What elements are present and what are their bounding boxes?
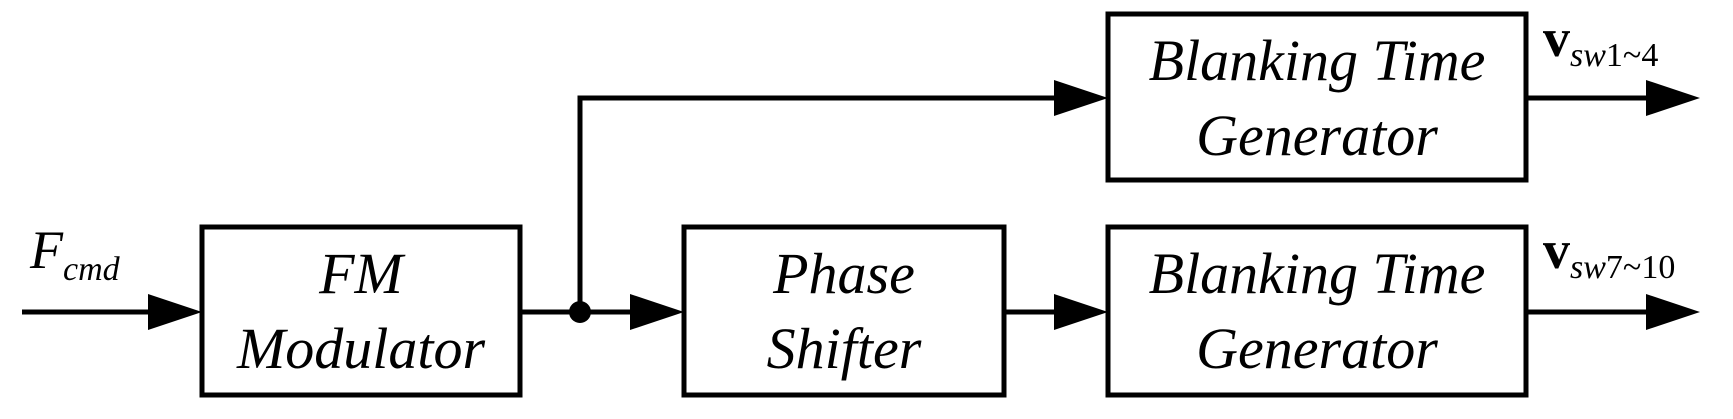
output-top-signal-symbol: v [1543,8,1570,68]
input-signal-subscript: cmd [63,251,121,288]
output-bottom-signal-subscript: sw [1570,249,1606,286]
phase-input-arrowhead [630,294,684,330]
svg-text:vsw1~4: vsw1~4 [1543,8,1658,74]
svg-text:Fcmd: Fcmd [29,220,121,288]
input-signal-symbol: F [29,220,64,280]
svg-text:vsw7~10: vsw7~10 [1543,220,1675,286]
blanking-bottom-input-arrowhead [1054,294,1108,330]
blanking-time-generator-bottom-block: Blanking Time Generator [1105,224,1529,398]
blanking-time-generator-top-block: Blanking Time Generator [1105,11,1529,183]
output-top-signal-subscript: sw [1570,37,1606,74]
fm-modulator-label-line1: FM [318,241,405,306]
output-bottom-signal-label: vsw7~10 [1543,220,1675,286]
branch-wire-top [577,95,1054,312]
branch-top-arrowhead [1054,80,1108,116]
input-arrowhead [148,294,202,330]
phase-shifter-label-line2: Shifter [767,316,922,381]
blanking-time-generator-bottom-label-line2: Generator [1196,316,1438,381]
fm-modulator-label-line2: Modulator [236,316,486,381]
output-top-arrowhead [1646,80,1700,116]
phase-shifter-label-line1: Phase [772,241,915,306]
output-bottom-signal-range: 7~10 [1606,249,1675,286]
output-bottom-arrowhead [1646,294,1700,330]
blanking-time-generator-top-label-line2: Generator [1196,103,1438,168]
blanking-time-generator-bottom-label-line1: Blanking Time [1149,241,1486,306]
output-top-signal-range: 1~4 [1606,37,1658,74]
output-top-signal-label: vsw1~4 [1543,8,1658,74]
fm-modulator-block: FM Modulator [199,224,523,398]
blanking-time-generator-top-box [1105,11,1529,183]
blanking-time-generator-top-label-line1: Blanking Time [1149,28,1486,93]
phase-shifter-block: Phase Shifter [681,224,1007,398]
output-bottom-signal-symbol: v [1543,220,1570,280]
input-signal-label: Fcmd [29,220,121,288]
